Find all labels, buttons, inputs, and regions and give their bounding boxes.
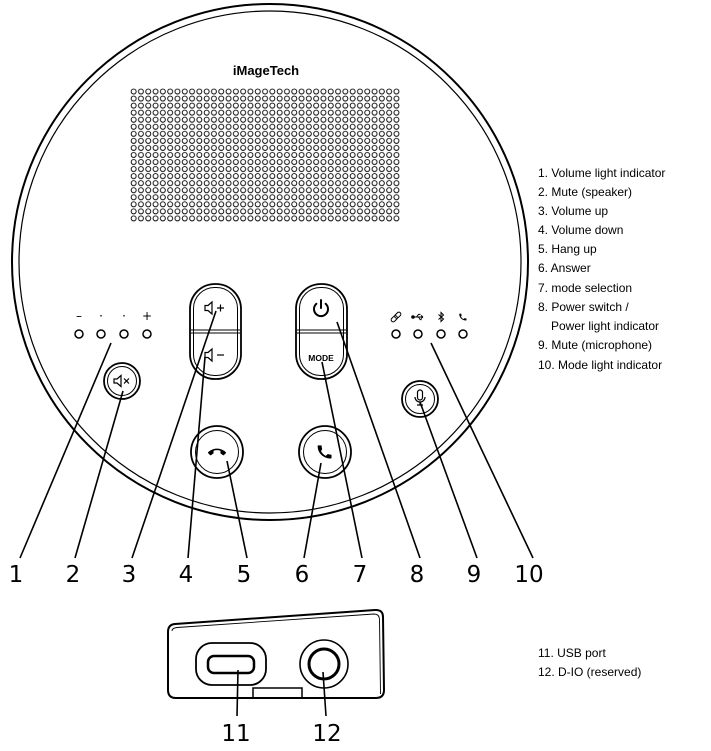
mode-led	[391, 329, 401, 339]
callout-number-6: 6	[295, 562, 310, 588]
leader-line-7	[321, 361, 363, 559]
mute-microphone-button	[401, 380, 439, 418]
leader-line-3	[131, 310, 217, 559]
leader-line-6	[303, 462, 322, 559]
leader-line-4	[187, 356, 206, 559]
legend-item-6: 6. Answer	[538, 261, 591, 275]
legend-item-1: 1. Volume light indicator	[538, 166, 665, 180]
power-icon	[313, 299, 329, 318]
callout-number-12: 12	[312, 721, 341, 747]
callout-number-9: 9	[467, 562, 482, 588]
usb-port-slot	[206, 654, 256, 675]
power-mode-button-pill: MODE	[295, 283, 348, 380]
hang-up-button	[190, 425, 244, 479]
device-inner-rim	[18, 10, 522, 514]
volume-button-pill	[189, 283, 242, 380]
leader-line-2	[74, 390, 124, 559]
side-panel-tab	[252, 687, 303, 699]
dio-port-socket	[307, 647, 341, 681]
link-icon	[390, 311, 402, 323]
callout-number-2: 2	[66, 562, 81, 588]
answer-icon	[317, 445, 332, 459]
callout-number-7: 7	[353, 562, 368, 588]
volume-down-icon	[204, 347, 224, 363]
legend-item-11: 11. USB port	[538, 646, 606, 660]
side-panel-outline	[167, 608, 386, 699]
legend-item-9: 9. Mute (microphone)	[538, 338, 652, 352]
volume-led-symbol-2: ·	[99, 309, 103, 323]
callout-number-5: 5	[237, 562, 252, 588]
volume-led	[142, 329, 152, 339]
legend-item-12: 12. D-IO (reserved)	[538, 665, 641, 679]
usb-port-icon	[195, 642, 267, 686]
volume-led-symbol-1: –	[76, 309, 82, 323]
speaker-grille	[130, 88, 401, 222]
callout-number-3: 3	[122, 562, 137, 588]
callout-number-11: 11	[221, 721, 250, 747]
volume-led	[96, 329, 106, 339]
mode-led	[436, 329, 446, 339]
callout-number-4: 4	[179, 562, 194, 588]
usb-icon	[411, 313, 424, 321]
mode-light-indicator	[390, 311, 468, 339]
device-top-view: iMageTech – · · +	[9, 3, 544, 588]
legend-item-4: 4. Volume down	[538, 223, 623, 237]
hang-up-icon	[208, 448, 226, 456]
bluetooth-icon	[438, 311, 445, 323]
device-side-view: 11 12	[167, 608, 386, 747]
volume-led-symbol-4: +	[142, 309, 152, 323]
callout-number-8: 8	[410, 562, 425, 588]
speaker-mute-icon	[113, 374, 130, 388]
leader-line-1	[19, 342, 112, 559]
microphone-icon	[414, 389, 426, 406]
legend-item-7: 7. mode selection	[538, 281, 632, 295]
brand-logo: iMageTech	[233, 63, 299, 78]
answer-button	[298, 425, 352, 479]
leader-lines	[19, 310, 534, 559]
mode-button-label: MODE	[308, 353, 334, 363]
callout-numbers: 1 2 3 4 5 6 7 8 9 10	[9, 562, 544, 588]
leader-line-12	[322, 671, 327, 717]
volume-led	[74, 329, 84, 339]
side-panel-inner-edge	[171, 613, 381, 695]
leader-line-9	[419, 401, 478, 559]
mode-led	[413, 329, 423, 339]
mode-led	[458, 329, 468, 339]
legend-item-3: 3. Volume up	[538, 204, 608, 218]
usb-port	[195, 642, 267, 686]
volume-led	[119, 329, 129, 339]
callout-number-1: 1	[9, 562, 24, 588]
volume-up-icon	[204, 300, 224, 316]
volume-light-indicator: – · · +	[74, 309, 152, 339]
legend-item-5: 5. Hang up	[538, 242, 597, 256]
legend-top-view: 1. Volume light indicator 2. Mute (speak…	[538, 166, 665, 372]
legend-item-10: 10. Mode light indicator	[538, 358, 662, 372]
leader-line-8	[336, 321, 421, 559]
volume-led-symbol-3: ·	[122, 309, 126, 323]
device-outer-rim	[11, 3, 529, 521]
leader-line-10	[430, 342, 534, 559]
leader-line-11	[236, 669, 239, 717]
callout-number-10: 10	[514, 562, 543, 588]
legend-item-8: 8. Power switch /	[538, 300, 629, 314]
phone-icon	[459, 313, 467, 321]
legend-item-8-continued: Power light indicator	[551, 319, 659, 333]
legend-side-view: 11. USB port 12. D-IO (reserved)	[538, 646, 641, 679]
legend-item-2: 2. Mute (speaker)	[538, 185, 632, 199]
leader-line-5	[226, 460, 248, 559]
